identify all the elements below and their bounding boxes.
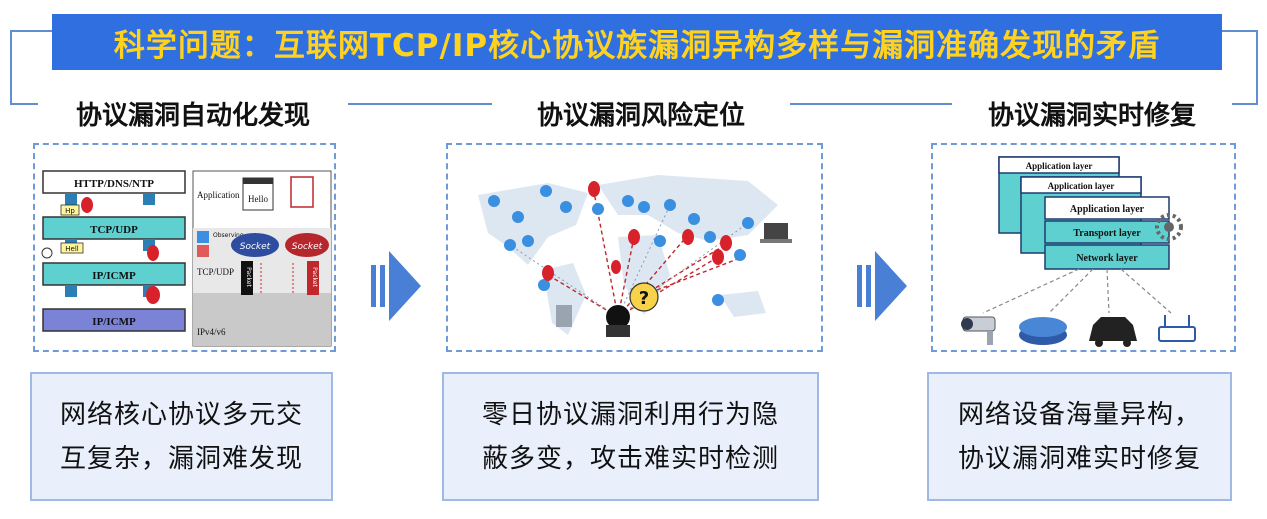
frame-right-top: [1222, 30, 1258, 32]
protocol-stack-figure: HTTP/DNS/NTP TCP/UDP IP/ICMP IP/ICMP Hp …: [41, 170, 332, 347]
description-box-3: 网络设备海量异构， 协议漏洞难实时修复: [927, 372, 1232, 501]
back-layer-2: Application layer: [1048, 181, 1115, 191]
gear-icon: [1155, 213, 1183, 241]
question-mark: ?: [639, 288, 649, 309]
arrow-right-icon: [857, 251, 907, 321]
stack-layer-1: HTTP/DNS/NTP: [74, 178, 154, 190]
description-line: 网络核心协议多元交: [59, 399, 303, 430]
description-line: 协议漏洞难实时修复: [957, 443, 1201, 474]
label-packet-2: Packet: [311, 267, 318, 287]
figure-panel-1: HTTP/DNS/NTP TCP/UDP IP/ICMP IP/ICMP Hp …: [33, 143, 336, 352]
label-application: Application: [197, 190, 240, 200]
tag-hp: Hp: [65, 207, 75, 215]
label-packet-1: Packet: [245, 267, 252, 287]
frame-left-top: [10, 30, 52, 32]
car-icon: [1089, 317, 1137, 347]
bug-icon: [542, 181, 732, 281]
description-line: 零日协议漏洞利用行为隐: [481, 399, 779, 430]
title-banner: 科学问题：互联网TCP/IP核心协议族漏洞异构多样与漏洞准确发现的矛盾: [52, 14, 1222, 70]
front-layer-application: Application layer: [1070, 204, 1145, 215]
section-heading-1: 协议漏洞自动化发现: [38, 93, 348, 133]
layer-repair-figure: Application layer Application layer Appl…: [961, 156, 1196, 347]
description-line: 互复杂，漏洞难发现: [59, 443, 303, 474]
figure-panel-3: Application layer Application layer Appl…: [931, 143, 1236, 352]
description-line: 蔽多变，攻击难实时检测: [481, 443, 779, 474]
page-title: 科学问题：互联网TCP/IP核心协议族漏洞异构多样与漏洞准确发现的矛盾: [113, 27, 1161, 64]
front-layer-network: Network layer: [1076, 253, 1138, 264]
camera-icon: [961, 316, 996, 345]
label-ipv4v6: IPv4/v6: [197, 327, 226, 337]
label-observing: Observing: [213, 232, 244, 239]
frame-right-vertical: [1256, 30, 1258, 104]
arrow-right-icon: [371, 251, 421, 321]
label-tcp-udp: TCP/UDP: [197, 267, 234, 277]
label-socket-2: Socket: [292, 242, 323, 252]
figure-panel-2: ?: [446, 143, 823, 352]
router-icon: [1019, 317, 1067, 345]
bug-icon: [81, 197, 160, 304]
question-bubble: [629, 282, 659, 312]
description-line: 网络设备海量异构，: [957, 399, 1201, 430]
section-heading-2: 协议漏洞风险定位: [492, 93, 790, 133]
stack-layer-2: TCP/UDP: [90, 224, 138, 236]
location-pin-icon: [488, 185, 754, 306]
section-heading-3: 协议漏洞实时修复: [952, 93, 1232, 133]
label-hello: Hello: [248, 194, 268, 204]
description-box-2: 零日协议漏洞利用行为隐 蔽多变，攻击难实时检测: [442, 372, 819, 501]
tag-hell: Hell: [65, 245, 79, 253]
front-layer-transport: Transport layer: [1073, 228, 1141, 239]
label-socket-1: Socket: [240, 242, 271, 252]
description-box-1: 网络核心协议多元交 互复杂，漏洞难发现: [30, 372, 333, 501]
back-layer-1: Application layer: [1026, 161, 1093, 171]
frame-left-vertical: [10, 30, 12, 104]
wifi-router-icon: [1158, 315, 1196, 342]
stack-layer-4: IP/ICMP: [92, 316, 136, 328]
world-attack-map: ?: [478, 175, 792, 337]
stack-layer-3: IP/ICMP: [92, 270, 136, 282]
